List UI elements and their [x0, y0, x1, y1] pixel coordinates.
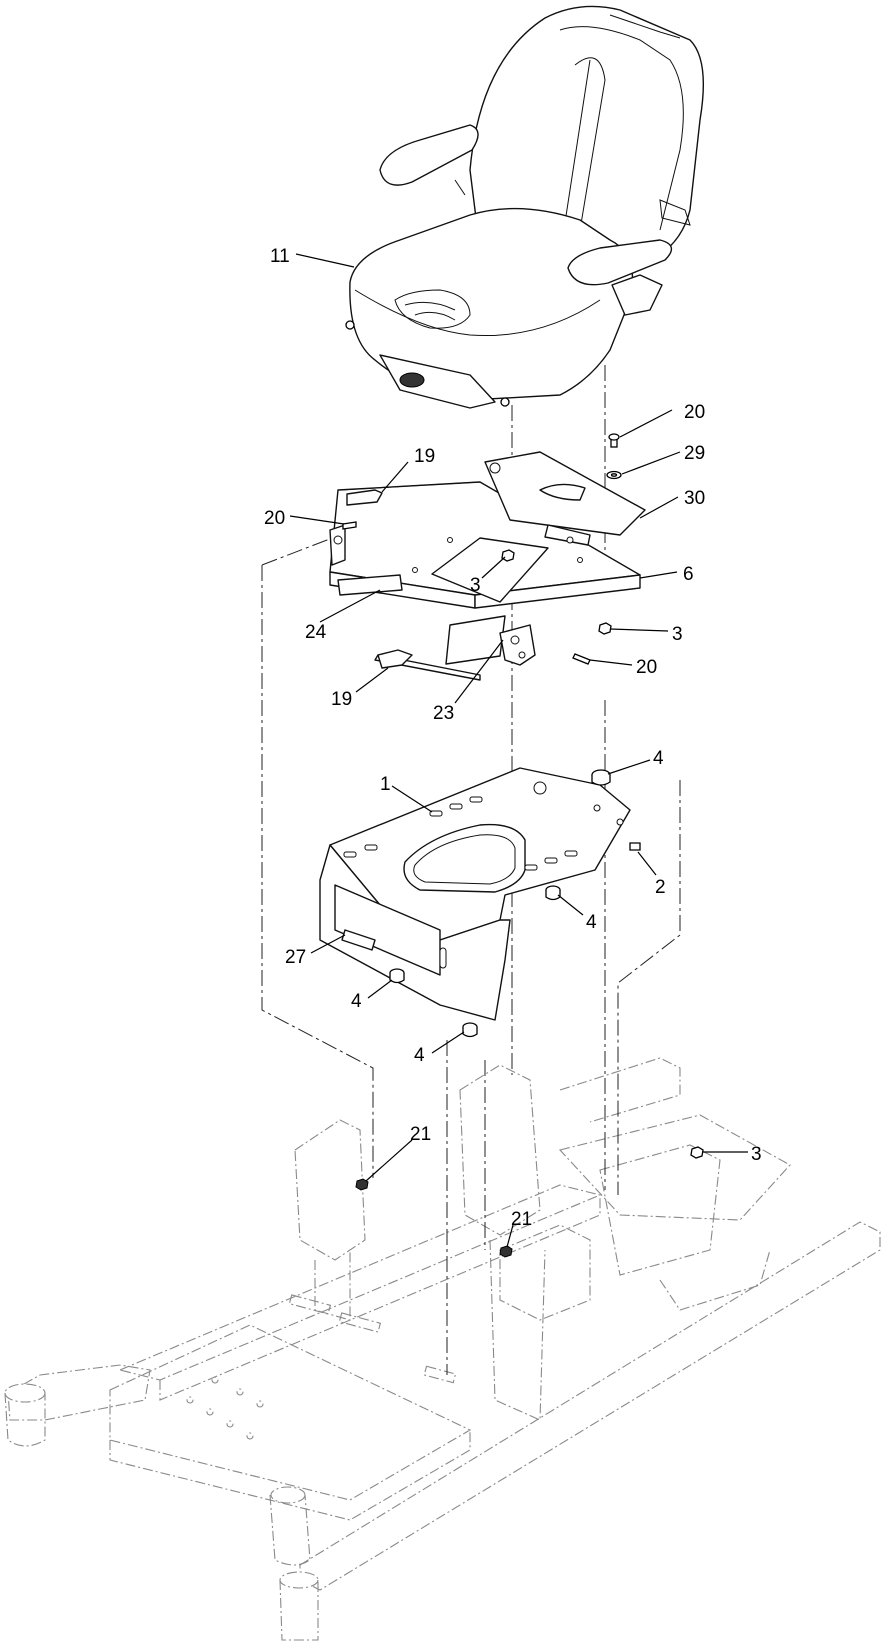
- callout-19-bottom: 19: [331, 689, 352, 710]
- callout-11: 11: [270, 246, 290, 267]
- callout-24: 24: [305, 622, 327, 643]
- machine-frame: [4, 1057, 881, 1641]
- callout-29: 29: [684, 443, 705, 464]
- callout-23: 23: [433, 703, 454, 724]
- callout-6: 6: [683, 564, 694, 585]
- seat-pan: [319, 767, 631, 1021]
- callout-3-right: 3: [672, 624, 683, 645]
- callout-21-center: 21: [511, 1209, 532, 1230]
- callout-4-middle: 4: [586, 912, 597, 933]
- leader-lines: [289, 253, 748, 1248]
- callout-20-right: 20: [636, 657, 657, 678]
- hardware: [342, 433, 704, 1258]
- callout-20-left: 20: [264, 508, 285, 529]
- callout-4-left: 4: [351, 991, 362, 1012]
- seat-assembly: [345, 5, 704, 409]
- callout-30: 30: [684, 488, 705, 509]
- callout-1: 1: [380, 774, 391, 795]
- callout-2: 2: [655, 877, 666, 898]
- callout-4-bottom: 4: [414, 1045, 425, 1066]
- callout-3-center: 3: [470, 575, 481, 596]
- callout-27: 27: [285, 947, 306, 968]
- seat-mount-bracket: [484, 451, 646, 546]
- callout-labels: 11 20 29 30 19 20 3 6 24 3 20 19 23 4 1 …: [264, 246, 762, 1230]
- callout-3-frame: 3: [751, 1144, 762, 1165]
- callout-4-top: 4: [653, 748, 664, 769]
- callout-19-top: 19: [414, 446, 435, 467]
- callout-20-top: 20: [684, 402, 705, 423]
- callout-21-left: 21: [410, 1124, 431, 1145]
